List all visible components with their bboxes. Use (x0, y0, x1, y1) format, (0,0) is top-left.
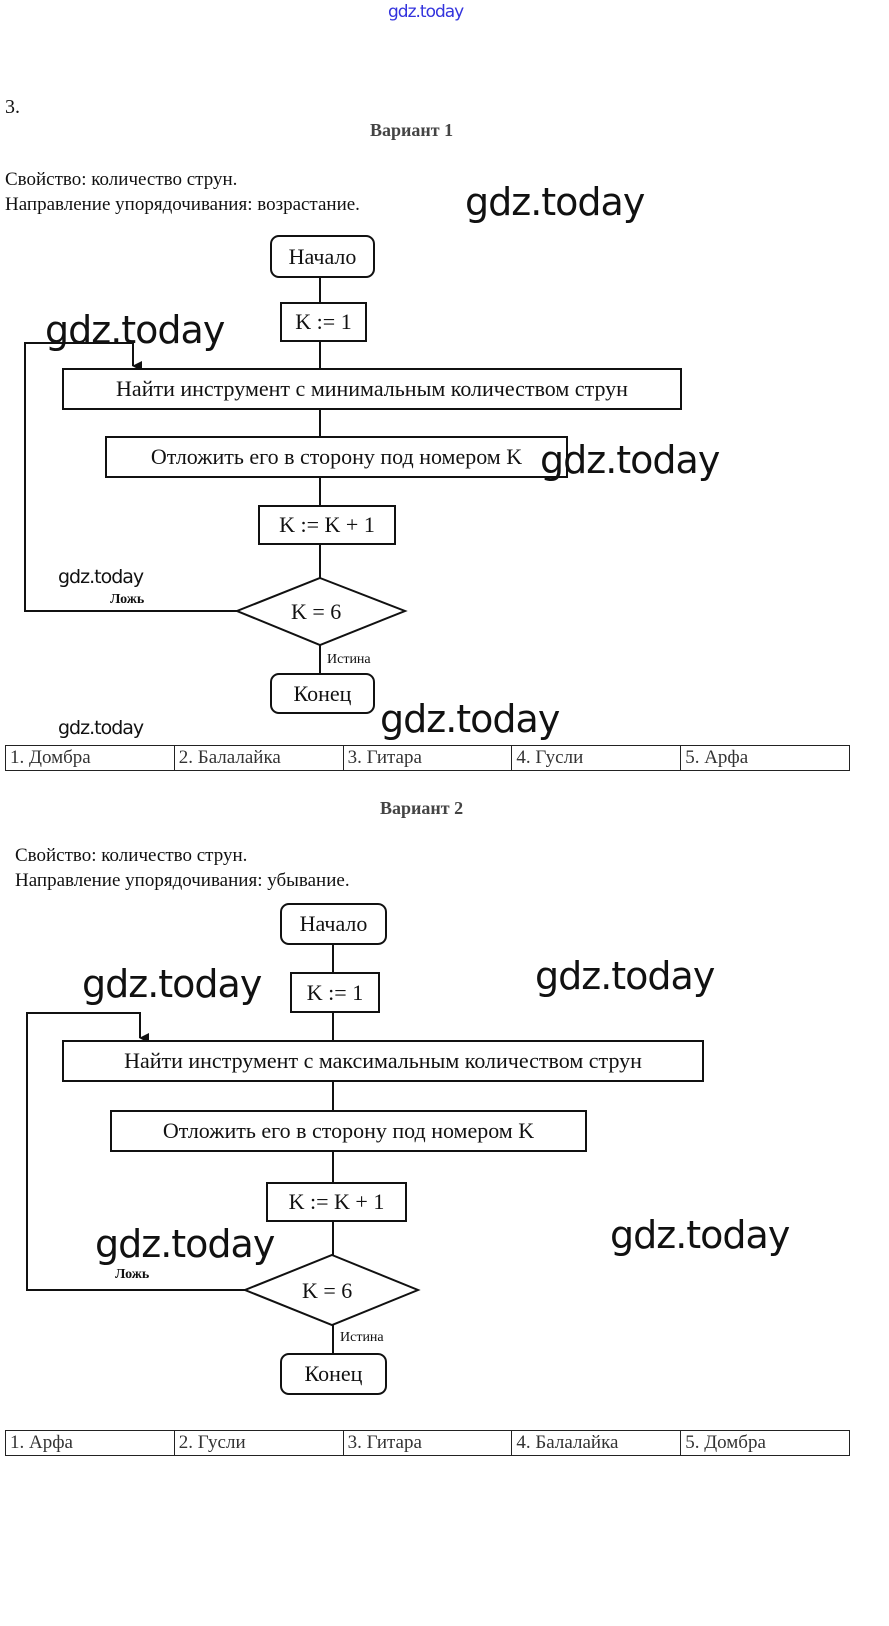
loop-arrow (26, 1012, 245, 1291)
start-block: Начало (270, 235, 375, 278)
direction-text: Направление упорядочивания: возрастание. (5, 194, 360, 215)
result-cell: 4. Гусли (511, 746, 680, 770)
watermark: gdz.today (45, 308, 225, 352)
end-block: Конец (270, 673, 375, 714)
watermark: gdz.today (535, 954, 715, 998)
loop-arrow (24, 342, 237, 612)
true-label: Истина (327, 652, 371, 667)
decision-diamond (234, 576, 408, 647)
start-block: Начало (280, 903, 387, 945)
result-cell: 5. Арфа (680, 746, 849, 770)
result-cell: 4. Балалайка (511, 1431, 680, 1455)
true-label: Истина (340, 1330, 384, 1345)
watermark: gdz.today (465, 180, 645, 224)
property-text: Свойство: количество струн. (5, 169, 238, 190)
condition-text: K = 6 (302, 1278, 353, 1303)
result-cell: 2. Балалайка (173, 746, 343, 770)
watermark: gdz.today (58, 566, 144, 588)
direction-text: Направление упорядочивания: убывание. (15, 870, 350, 891)
result-table: 1. Арфа 2. Гусли 3. Гитара 4. Балалайка … (5, 1430, 850, 1456)
find-block: Найти инструмент с максимальным количест… (62, 1040, 704, 1082)
watermark: gdz.today (610, 1213, 790, 1257)
watermark: gdz.today (380, 697, 560, 741)
watermark: gdz.today (82, 962, 262, 1006)
watermark: gdz.today (58, 717, 144, 739)
variant-title: Вариант 2 (380, 798, 464, 818)
result-cell: 3. Гитара (342, 1431, 512, 1455)
put-block: Отложить его в сторону под номером K (110, 1110, 587, 1152)
result-cell: 5. Домбра (680, 1431, 849, 1455)
result-table: 1. Домбра 2. Балалайка 3. Гитара 4. Гусл… (5, 745, 850, 771)
result-cell: 2. Гусли (173, 1431, 343, 1455)
variant-title: Вариант 1 (370, 120, 454, 140)
result-cell: 1. Арфа (10, 1432, 73, 1453)
watermark: gdz.today (540, 438, 720, 482)
increment-block: K := K + 1 (266, 1182, 407, 1222)
end-block: Конец (280, 1353, 387, 1395)
condition-text: K = 6 (291, 599, 342, 624)
init-block: K := 1 (290, 972, 380, 1013)
decision-diamond (242, 1253, 421, 1327)
false-label: Ложь (115, 1267, 150, 1282)
header-watermark[interactable]: gdz.today (388, 2, 464, 22)
find-block: Найти инструмент с минимальным количеств… (62, 368, 682, 410)
watermark: gdz.today (95, 1222, 275, 1266)
result-cell: 1. Домбра (10, 747, 91, 768)
false-label: Ложь (110, 592, 145, 607)
init-block: K := 1 (280, 302, 367, 342)
increment-block: K := K + 1 (258, 505, 396, 545)
task-number: 3. (5, 96, 20, 118)
result-cell: 3. Гитара (342, 746, 512, 770)
property-text: Свойство: количество струн. (15, 845, 248, 866)
put-block: Отложить его в сторону под номером K (105, 436, 568, 478)
